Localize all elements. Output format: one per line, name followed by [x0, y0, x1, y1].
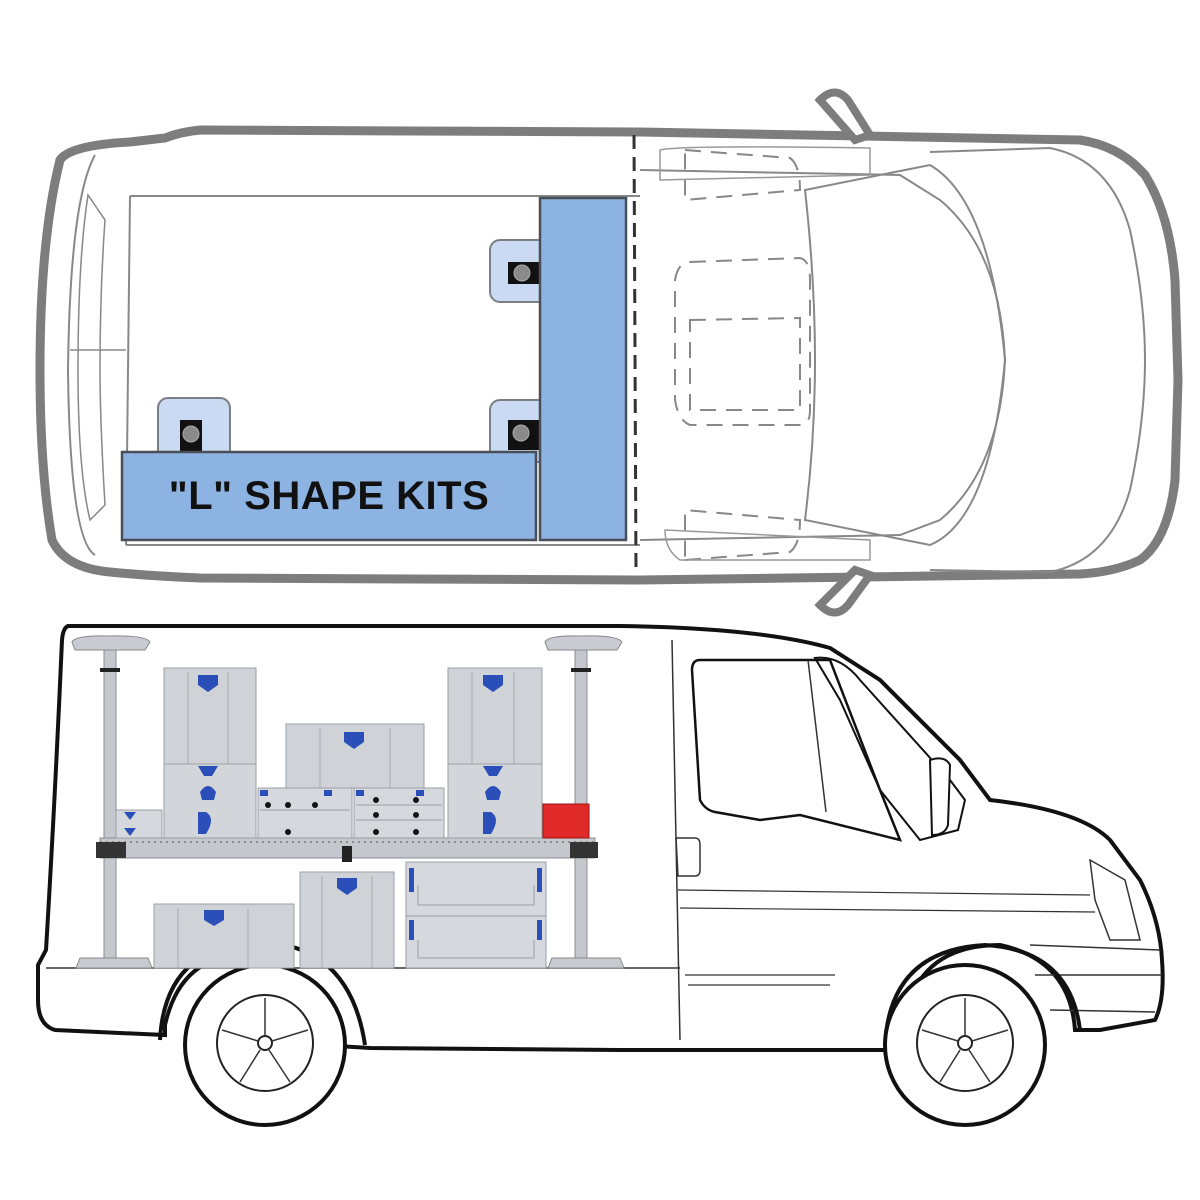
side-window: [690, 658, 903, 842]
mirror-bottom: [814, 565, 877, 617]
bulkhead-line: [632, 134, 638, 573]
headlight: [1089, 858, 1141, 941]
side-view: [36, 624, 1165, 1127]
storage-case: [285, 723, 425, 789]
rear-door-window: [77, 193, 106, 522]
mirror-top: [814, 88, 877, 145]
front-wheel-arch: [883, 942, 1082, 1046]
hood: [929, 146, 1147, 574]
cab-seats: [674, 148, 811, 562]
top-view: [35, 88, 1183, 617]
door-trim-top: [659, 146, 871, 181]
storage-case: [447, 667, 543, 765]
kit-vertical-bar: [538, 196, 628, 542]
drawer-case: [257, 787, 353, 839]
storage-case: [153, 903, 295, 969]
support-pole: [71, 635, 153, 969]
front-wheel-icon: [883, 963, 1047, 1127]
drawer-case: [353, 787, 445, 839]
kit-horizontal-bar: [120, 450, 538, 542]
storage-case: [163, 763, 257, 839]
kit-title-label: "L" SHAPE KITS: [168, 473, 490, 518]
front-window: [813, 656, 967, 842]
storage-case: [163, 667, 257, 765]
mount-bolt-icon: [508, 262, 540, 284]
side-mirror: [928, 757, 952, 837]
mount-bolt-icon: [508, 420, 540, 450]
rear-wheel-icon: [183, 963, 347, 1127]
rear-door-left: [66, 154, 96, 556]
mount-bolt-icon: [180, 420, 202, 458]
windshield: [803, 163, 1007, 547]
storage-case: [299, 871, 395, 969]
body-line: [677, 889, 1091, 896]
door-trim-bottom: [664, 529, 871, 561]
window-pillar: [807, 659, 827, 813]
door-handle: [675, 837, 701, 877]
red-case: [542, 803, 590, 839]
storage-case: [447, 763, 543, 839]
small-case: [115, 809, 163, 839]
drawer-case: [405, 861, 547, 917]
drawer-case: [405, 915, 547, 969]
body-line: [679, 907, 1096, 913]
